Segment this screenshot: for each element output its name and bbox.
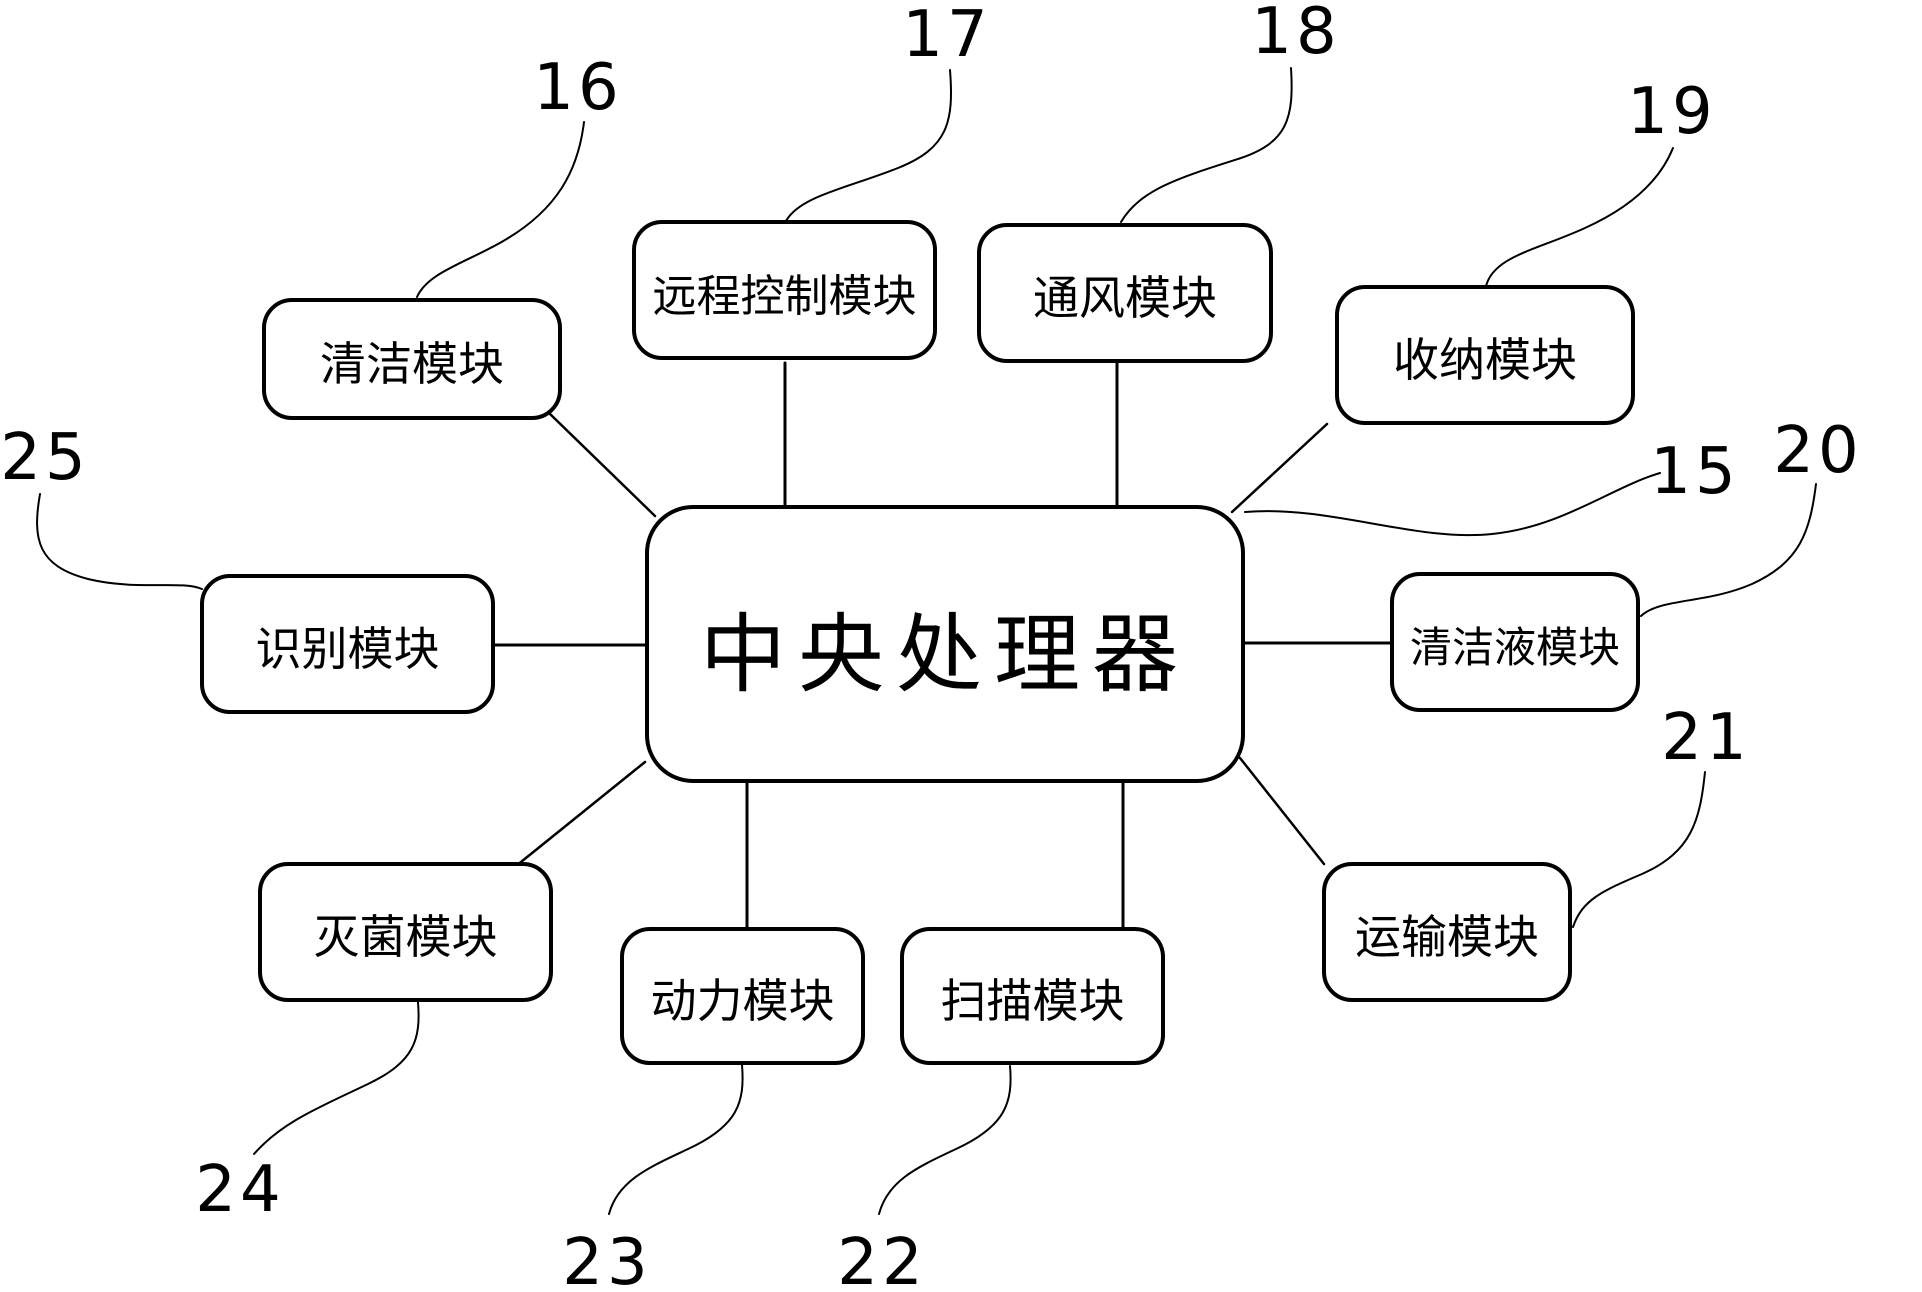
ref-label-19: 19 <box>1627 75 1717 149</box>
module-box-transport: 运输模块 <box>1322 862 1572 1002</box>
connector-central-to-sterilize <box>514 760 647 868</box>
ref-label-15: 15 <box>1650 435 1740 509</box>
leader-ref-24 <box>253 1001 420 1155</box>
connector-central-to-cleaning <box>547 411 657 518</box>
leader-ref-25 <box>36 493 203 590</box>
ref-label-20: 20 <box>1773 414 1863 488</box>
ref-label-21: 21 <box>1661 701 1751 775</box>
central-processor-label: 中央处理器 <box>700 604 1190 705</box>
leader-ref-17 <box>785 69 953 222</box>
leader-ref-16 <box>416 121 585 298</box>
leader-ref-21 <box>1572 771 1706 928</box>
module-box-vent: 通风模块 <box>977 223 1273 363</box>
central-processor-box: 中央处理器 <box>645 505 1245 783</box>
module-label-vent: 通风模块 <box>1033 271 1217 325</box>
leader-ref-15 <box>1244 472 1661 537</box>
ref-label-18: 18 <box>1251 0 1341 69</box>
ref-label-16: 16 <box>533 51 623 125</box>
module-label-cleaning: 清洁模块 <box>320 337 504 391</box>
module-box-fluid: 清洁液模块 <box>1390 572 1640 712</box>
module-box-storage: 收纳模块 <box>1335 285 1635 425</box>
ref-label-24: 24 <box>195 1153 285 1227</box>
module-label-transport: 运输模块 <box>1355 910 1539 964</box>
leader-ref-20 <box>1640 483 1817 617</box>
module-box-cleaning: 清洁模块 <box>262 298 562 420</box>
module-box-recognition: 识别模块 <box>200 574 495 714</box>
leader-ref-22 <box>878 1065 1012 1215</box>
module-box-sterilize: 灭菌模块 <box>258 862 553 1002</box>
connector-central-to-transport <box>1238 756 1326 866</box>
module-label-storage: 收纳模块 <box>1393 333 1577 387</box>
module-label-recognition: 识别模块 <box>255 622 440 676</box>
module-label-fluid: 清洁液模块 <box>1409 622 1620 672</box>
connector-central-to-storage <box>1230 422 1329 514</box>
ref-label-22: 22 <box>837 1226 927 1292</box>
module-label-remote: 远程控制模块 <box>652 271 917 322</box>
module-label-sterilize: 灭菌模块 <box>313 910 498 964</box>
module-label-scan: 扫描模块 <box>940 974 1125 1028</box>
module-label-power: 动力模块 <box>650 974 835 1028</box>
leader-ref-19 <box>1485 147 1674 287</box>
module-box-scan: 扫描模块 <box>900 927 1165 1065</box>
module-box-remote: 远程控制模块 <box>632 220 937 360</box>
ref-label-23: 23 <box>562 1226 652 1292</box>
leader-ref-23 <box>608 1064 744 1215</box>
ref-label-17: 17 <box>902 0 992 72</box>
leader-ref-18 <box>1120 67 1293 223</box>
module-box-power: 动力模块 <box>620 927 865 1065</box>
ref-label-25: 25 <box>0 421 90 495</box>
